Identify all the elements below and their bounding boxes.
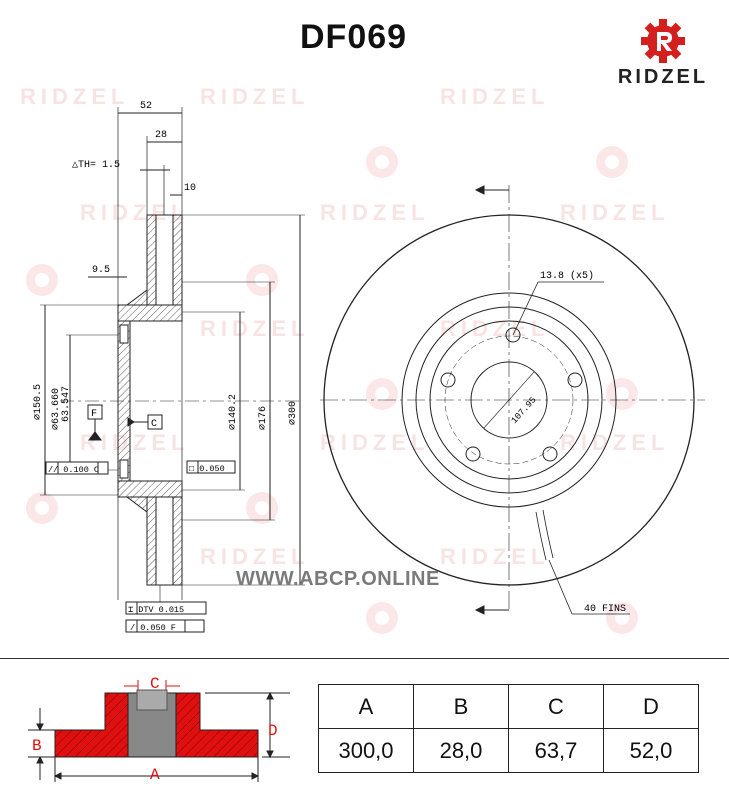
legend-c-label: C [150,675,160,693]
legend-b-label: B [32,737,42,755]
bolt-hole-label: 13.8 (x5) [540,270,594,282]
dim-52-label: 52 [140,101,152,112]
watermark: RIDZEL [560,430,670,455]
watermark-gear-icon [366,378,398,410]
watermark: RIDZEL [440,84,550,109]
watermark: RIDZEL [440,316,550,341]
dim-10-label: 10 [184,183,196,194]
tolerance-parallelism: // 0.100 C [48,465,99,475]
legend-d-label: D [268,722,278,740]
gear-icon [641,19,685,63]
dim-150-5-label: ⌀150.5 [33,384,44,420]
dim-140-2-label: ⌀140.2 [228,394,239,430]
dim-th-label: △TH= 1.5 [72,160,120,171]
watermark: RIDZEL [80,430,190,455]
legend-a-label: A [150,766,160,784]
watermark: RIDZEL [20,84,130,109]
tolerance-flatness: □ 0.050 [189,464,225,474]
table-header-cell: B [413,684,509,729]
watermark: RIDZEL [320,430,430,455]
datum-f-label: F [91,409,97,420]
disc-cross-section [40,107,305,633]
table-header-row: A B C D [318,684,699,729]
dim-28-label: 28 [155,130,167,141]
watermark: RIDZEL [200,84,310,109]
fins-label: 40 FINS [584,604,626,615]
watermark-gear-icon [26,492,58,524]
watermark: RIDZEL [200,544,310,569]
table-cell: 28,0 [413,728,509,773]
watermark: RIDZEL [560,200,670,225]
watermark-gear-icon [26,264,58,296]
website-watermark: WWW.ABCP.ONLINE [236,568,440,590]
table-header-cell: D [603,684,699,729]
watermark: RIDZEL [80,200,190,225]
brand-logo: RIDZEL [608,18,718,88]
watermark: RIDZEL [320,200,430,225]
watermark-gear-icon [606,602,638,634]
disc-front-view [320,185,705,615]
table-header-cell: C [508,684,604,729]
watermark-gear-icon [366,602,398,634]
brand-name: RIDZEL [617,66,709,88]
section-divider [0,658,729,659]
dim-9-5-label: 9.5 [92,265,110,276]
watermark: RIDZEL [200,316,310,341]
part-number-title: DF069 [300,18,408,56]
table-cell: 52,0 [603,728,699,773]
dimension-spec-table: A B C D 300,0 28,0 63,7 52,0 [318,684,699,773]
watermark-gear-icon [606,378,638,410]
dim-63-547-label: 63.547 [61,386,72,422]
table-header-cell: A [318,684,414,729]
tolerance-runout: / 0.050 F [130,623,176,633]
tolerance-dtv: ⌶ DTV 0.015 [128,605,184,615]
dimension-legend-diagram: C D B A [28,675,290,784]
technical-drawing: 52 28 △TH= 1.5 10 9.5 ⌀150.5 ⌀63.660 63.… [33,101,705,633]
dim-63-660-label: ⌀63.660 [51,388,62,430]
table-cell: 63,7 [508,728,604,773]
table-row: 300,0 28,0 63,7 52,0 [318,728,699,773]
datum-c-label: C [151,419,157,430]
watermark: RIDZEL [440,544,550,569]
dim-300-label: ⌀300 [288,401,299,425]
watermark-gear-icon [596,146,628,178]
table-cell: 300,0 [318,728,414,773]
dim-176-label: ⌀176 [258,406,269,430]
watermark-gear-icon [366,146,398,178]
